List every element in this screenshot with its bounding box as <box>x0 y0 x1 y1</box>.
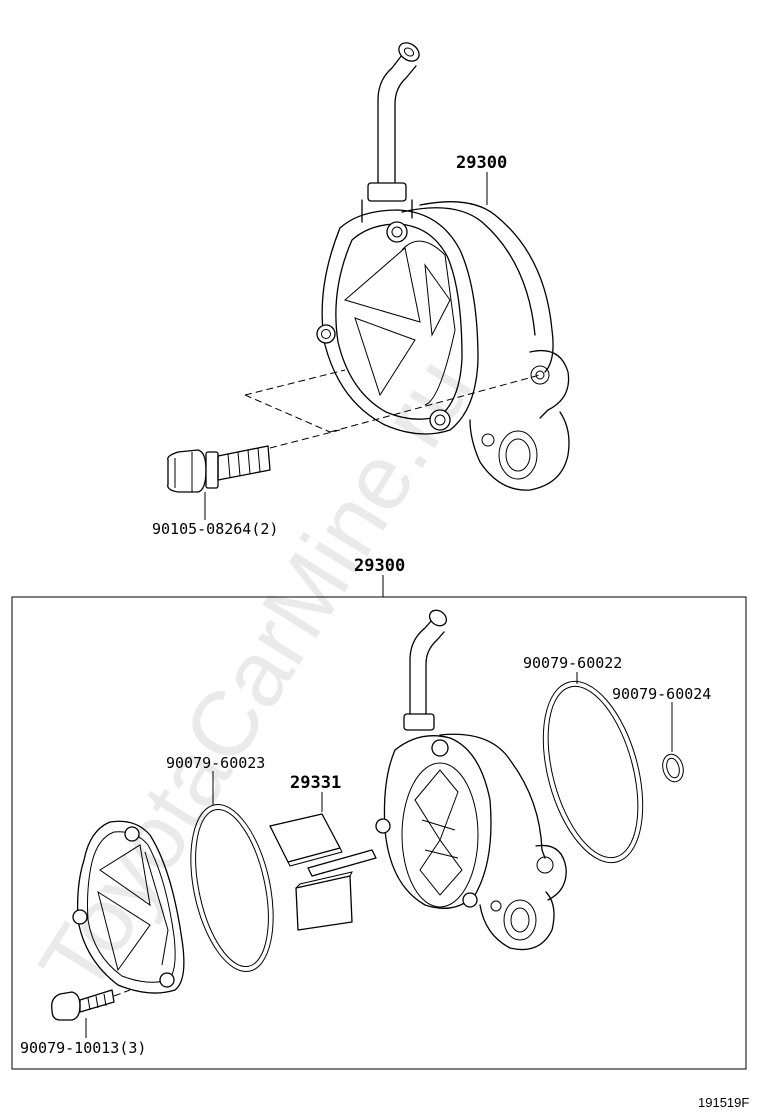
watermark: ToyotaCarMine.ru <box>20 341 491 1011</box>
repair-kit-group: 29300 <box>11 556 747 1070</box>
vane-label: 29331 <box>290 773 341 793</box>
cover-screw-label: 90079-10013(3) <box>20 1039 146 1057</box>
diagram-code: 191519F <box>698 1095 749 1110</box>
small-o-ring-label: 90079-60024 <box>612 685 711 703</box>
large-o-ring-label: 90079-60022 <box>523 654 622 672</box>
pump-vanes: 29331 <box>269 773 377 931</box>
cover-o-ring-label: 90079-60023 <box>166 754 265 772</box>
end-cover <box>72 820 185 994</box>
flange-bolt: 90105-08264(2) <box>152 445 278 538</box>
kit-frame <box>11 596 747 1070</box>
large-o-ring: 90079-60022 <box>523 654 644 864</box>
kit-pump-body <box>375 609 567 951</box>
small-o-ring: 90079-60024 <box>612 685 711 783</box>
cover-o-ring: 90079-60023 <box>166 754 274 973</box>
cover-screw: 90079-10013(3) <box>20 989 146 1057</box>
top-vacuum-pump-assembly: 29300 <box>244 42 570 491</box>
top-assembly-part-label: 29300 <box>456 153 507 173</box>
flange-bolt-label: 90105-08264(2) <box>152 520 278 538</box>
kit-header-label: 29300 <box>354 556 405 576</box>
